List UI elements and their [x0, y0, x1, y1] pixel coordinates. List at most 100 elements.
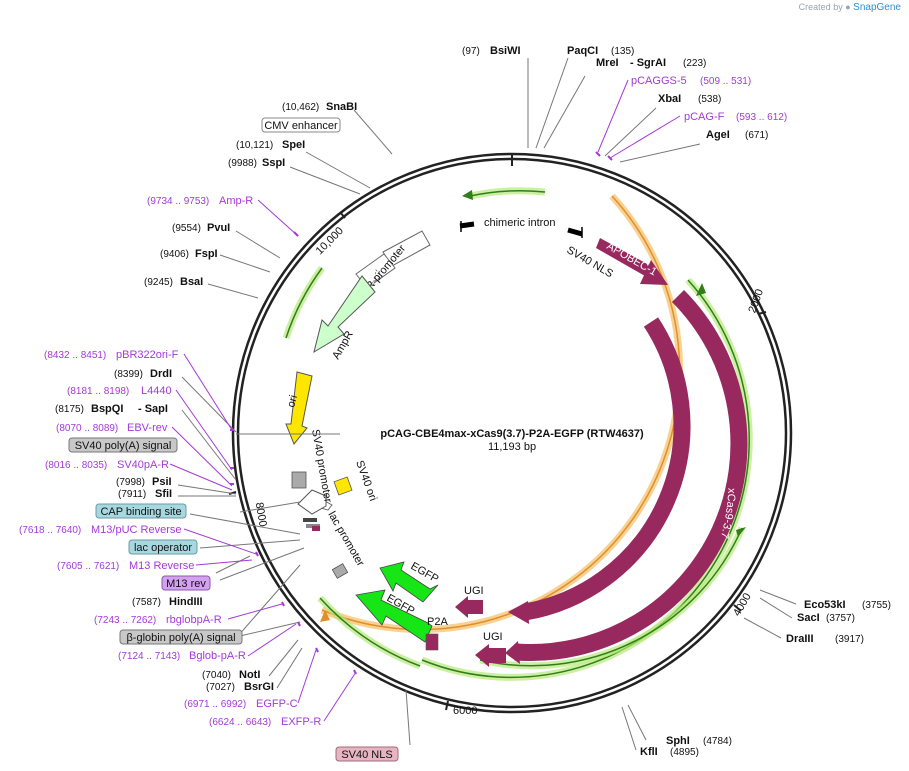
site-paqci[interactable]: PaqCI (135)	[567, 45, 634, 57]
site-pvui[interactable]: (9554) PvuI	[172, 222, 230, 234]
site-sfii[interactable]: (7911) SfiI	[118, 488, 172, 500]
svg-text:DrdI: DrdI	[150, 368, 172, 380]
site-noti[interactable]: (7040) NotI	[202, 669, 260, 681]
label-beta-globin-polya-signal[interactable]: β-globin poly(A) signal	[119, 629, 243, 645]
site-bsrgi[interactable]: (7027) BsrGI	[206, 681, 274, 693]
svg-text:(8175): (8175)	[55, 404, 84, 415]
site-saci[interactable]: SacI (3757)	[797, 612, 855, 624]
label-m13-rev[interactable]: M13 rev	[161, 575, 211, 591]
label-sv40-polya-signal[interactable]: SV40 poly(A) signal	[68, 437, 178, 453]
svg-text:SacI: SacI	[797, 612, 820, 624]
halo-arrowheads	[320, 190, 746, 622]
site-xbai[interactable]: XbaI (538)	[658, 93, 721, 105]
ori-feature[interactable]	[285, 371, 313, 445]
primer-pbr322ori-f[interactable]: (8432 .. 8451) pBR322ori-F	[44, 349, 179, 361]
svg-text:- SgrAI: - SgrAI	[630, 57, 666, 69]
svg-text:(97): (97)	[462, 46, 480, 57]
svg-text:(7587): (7587)	[132, 597, 161, 608]
p2a-feature[interactable]	[425, 633, 439, 651]
svg-text:(9406): (9406)	[160, 249, 189, 260]
svg-text:(7027): (7027)	[206, 682, 235, 693]
primer-exfp-r[interactable]: (6624 .. 6643) EXFP-R	[209, 716, 321, 728]
cas9-feature[interactable]	[508, 317, 691, 624]
svg-text:HindIII: HindIII	[169, 596, 203, 608]
svg-text:(4784): (4784)	[703, 736, 732, 747]
svg-text:(8181 .. 8198): (8181 .. 8198)	[67, 386, 129, 397]
chimeric-intron-feature[interactable]	[459, 221, 583, 238]
primer-bglob-pa-r[interactable]: (7124 .. 7143) Bglob-pA-R	[118, 650, 246, 662]
lac-features[interactable]	[303, 518, 349, 579]
svg-text:M13 rev: M13 rev	[166, 578, 206, 590]
svg-text:(7605 .. 7621): (7605 .. 7621)	[57, 561, 119, 572]
primer-pcag-f[interactable]: pCAG-F (593 .. 612)	[684, 111, 787, 123]
xcas9-feature[interactable]	[505, 290, 748, 664]
site-sphi[interactable]: SphI (4784)	[666, 735, 732, 747]
primer-egfp-c[interactable]: (6971 .. 6992) EGFP-C	[184, 698, 298, 710]
cas9-label: Cas9	[677, 512, 699, 541]
svg-text:(8016 .. 8035): (8016 .. 8035)	[45, 460, 107, 471]
ugi-feature-1[interactable]	[455, 596, 483, 618]
halo-arcs	[282, 187, 753, 681]
svg-text:(3917): (3917)	[835, 634, 864, 645]
svg-text:(671): (671)	[745, 130, 768, 141]
site-bsiwi[interactable]: (97) BsiWI	[462, 45, 521, 57]
leaders-top	[177, 57, 797, 751]
svg-text:(8070 .. 8089): (8070 .. 8089)	[56, 423, 118, 434]
svg-text:BspQI: BspQI	[91, 403, 123, 415]
ampr-feature[interactable]	[313, 275, 376, 354]
label-cap-binding-site[interactable]: CAP binding site	[95, 503, 187, 519]
svg-text:pCAG-F: pCAG-F	[684, 111, 725, 123]
svg-text:(3757): (3757)	[826, 613, 855, 624]
ugi-feature-2[interactable]	[475, 644, 506, 667]
svg-text:PsiI: PsiI	[152, 476, 172, 488]
primer-pcaggs-5[interactable]: pCAGGS-5 (509 .. 531)	[631, 75, 751, 87]
svg-text:(8399): (8399)	[114, 369, 143, 380]
site-hindiii[interactable]: (7587) HindIII	[132, 596, 203, 608]
primer-l4440[interactable]: (8181 .. 8198) L4440	[67, 385, 172, 397]
svg-text:DraIII: DraIII	[786, 633, 814, 645]
svg-text:(7998): (7998)	[116, 477, 145, 488]
apobec-feature[interactable]	[596, 238, 668, 285]
primer-m13-puc-reverse[interactable]: (7618 .. 7640) M13/pUC Reverse	[19, 524, 181, 536]
label-sv40-nls[interactable]: SV40 NLS	[335, 746, 399, 762]
label-cmv-enhancer[interactable]: CMV enhancer	[261, 117, 341, 133]
site-bsai[interactable]: (9245) BsaI	[144, 276, 203, 288]
svg-text:SspI: SspI	[262, 157, 285, 169]
site-spei[interactable]: (10,121) SpeI	[236, 139, 305, 151]
primer-rbglobpa-r[interactable]: (7243 .. 7262) rbglobpA-R	[94, 614, 222, 626]
site-bspqi-sapi[interactable]: (8175) BspQI - SapI	[55, 403, 168, 415]
svg-text:EBV-rev: EBV-rev	[127, 422, 168, 434]
primer-m13-reverse[interactable]: (7605 .. 7621) M13 Reverse	[57, 560, 194, 572]
primer-sv40pa-r[interactable]: (8016 .. 8035) SV40pA-R	[45, 459, 169, 471]
site-mrei-sgrai[interactable]: MreI - SgrAI (223)	[596, 57, 706, 69]
site-eco53ki[interactable]: Eco53kI (3755)	[804, 599, 891, 611]
svg-text:(9734 .. 9753): (9734 .. 9753)	[147, 196, 209, 207]
site-psii[interactable]: (7998) PsiI	[116, 476, 172, 488]
tick-label-8000: 8000	[253, 501, 269, 527]
sv40-promoter-feature[interactable]	[291, 471, 333, 515]
svg-text:M13 Reverse: M13 Reverse	[129, 560, 194, 572]
primer-amp-r[interactable]: (9734 .. 9753) Amp-R	[147, 195, 253, 207]
tick-label-6000: 6000	[453, 705, 477, 717]
site-fspi[interactable]: (9406) FspI	[160, 248, 218, 260]
site-sspi[interactable]: (9988) SspI	[228, 157, 285, 169]
site-snabi[interactable]: (10,462) SnaBI	[282, 101, 357, 113]
site-drdi[interactable]: (8399) DrdI	[114, 368, 172, 380]
svg-text:(593 .. 612): (593 .. 612)	[736, 112, 787, 123]
svg-text:(7040): (7040)	[202, 670, 231, 681]
svg-text:Amp-R: Amp-R	[219, 195, 253, 207]
egfp-feature-1[interactable]	[379, 561, 439, 603]
ugi-label-1: UGI	[464, 585, 484, 597]
site-draiii[interactable]: DraIII (3917)	[786, 633, 864, 645]
credit-prefix: Created by	[798, 2, 843, 12]
label-lac-operator[interactable]: lac operator	[128, 539, 198, 555]
sv40-ori-feature[interactable]	[333, 476, 353, 496]
svg-text:PvuI: PvuI	[207, 222, 230, 234]
site-agei[interactable]: AgeI (671)	[706, 129, 768, 141]
primer-ebv-rev[interactable]: (8070 .. 8089) EBV-rev	[56, 422, 168, 434]
svg-text:rbglobpA-R: rbglobpA-R	[166, 614, 222, 626]
egfp-feature-2[interactable]	[355, 589, 433, 643]
site-kfli[interactable]: KflI (4895)	[640, 746, 699, 758]
svg-text:(6624 .. 6643): (6624 .. 6643)	[209, 717, 271, 728]
